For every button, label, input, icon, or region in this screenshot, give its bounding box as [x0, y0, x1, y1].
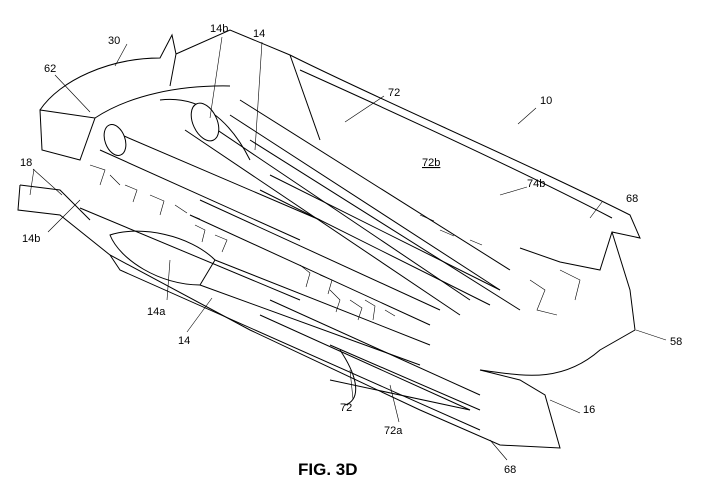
ref-14-top: 14: [253, 28, 265, 40]
ref-14b-top: 14b: [210, 23, 228, 35]
ref-68-bottom: 68: [504, 464, 516, 476]
ref-10: 10: [540, 95, 552, 107]
ref-72b: 72b: [422, 157, 440, 169]
upper-jaw-housing: [39, 29, 641, 271]
ref-58: 58: [670, 336, 682, 348]
leader-lines: [29, 36, 667, 461]
ref-62: 62: [44, 63, 56, 75]
ref-14-bottom: 14: [178, 335, 190, 347]
ref-16: 16: [583, 404, 595, 416]
ref-72-bottom: 72: [340, 402, 352, 414]
ref-72a: 72a: [384, 425, 403, 437]
ref-14a: 14a: [147, 306, 166, 318]
figure-caption: FIG. 3D: [298, 460, 358, 479]
staple-hardware: [89, 164, 581, 321]
ref-68-right: 68: [626, 193, 638, 205]
ref-74b: 74b: [527, 178, 545, 190]
ref-18: 18: [20, 157, 32, 169]
ref-14b-left: 14b: [22, 233, 40, 245]
driving-members: [79, 98, 521, 411]
ref-72-top: 72: [388, 87, 400, 99]
ref-30: 30: [108, 35, 120, 47]
